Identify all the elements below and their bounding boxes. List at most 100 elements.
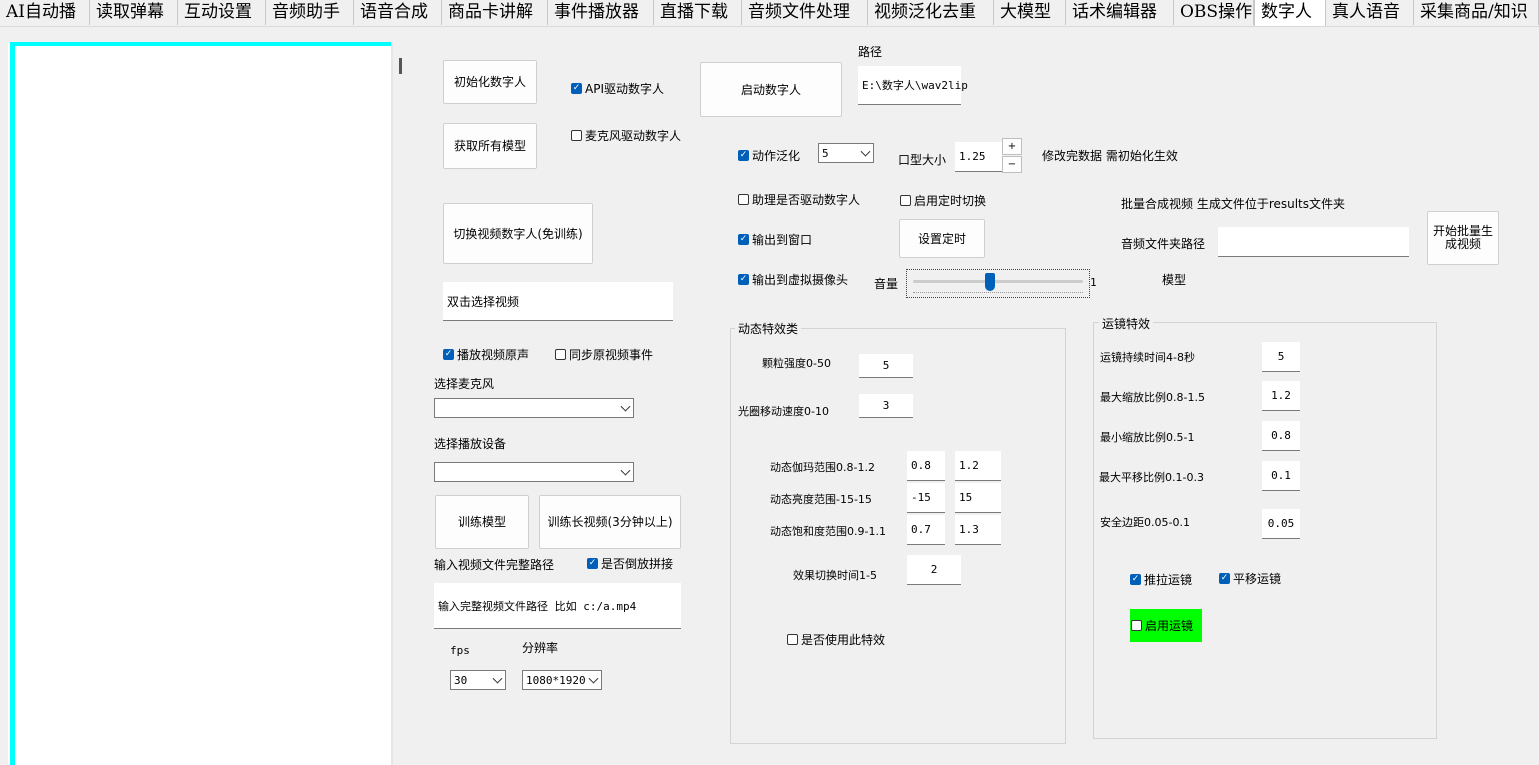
slider-thumb[interactable] [984,273,995,291]
path-label: 路径 [858,45,883,59]
set-timer-button[interactable]: 设置定时 [899,219,985,258]
enable-camera-checkbox[interactable]: 启用运镜 [1130,609,1202,642]
saturation-max-input[interactable]: 1.3 [955,515,1001,545]
chevron-down-icon [860,146,871,157]
mic-drive-label: 麦克风驱动数字人 [585,129,682,143]
splitter-handle[interactable] [399,58,402,74]
use-effect-label: 是否使用此特效 [801,633,886,647]
tab-ai-auto[interactable]: AI自动播 [0,0,90,25]
checkbox-icon [738,194,749,205]
use-effect-checkbox[interactable]: 是否使用此特效 [787,631,885,648]
tab-product-card[interactable]: 商品卡讲解 [442,0,548,25]
tab-event-player[interactable]: 事件播放器 [548,0,654,25]
train-long-video-button[interactable]: 训练长视频(3分钟以上) [539,495,681,549]
init-digital-human-button[interactable]: 初始化数字人 [443,60,537,104]
halo-input[interactable]: 3 [859,394,913,418]
push-pull-checkbox[interactable]: ✓推拉运镜 [1130,571,1192,588]
timer-switch-checkbox[interactable]: 启用定时切换 [900,192,986,209]
check-icon: ✓ [738,150,749,161]
volume-label: 音量 [874,277,899,291]
tab-real-voice[interactable]: 真人语音 [1326,0,1414,25]
mic-drive-checkbox[interactable]: 麦克风驱动数字人 [571,127,681,144]
camera-effects-group [1093,322,1437,739]
get-all-models-button[interactable]: 获取所有模型 [443,123,537,169]
start-batch-button[interactable]: 开始批量生成视频 [1427,211,1499,265]
switch-time-label: 效果切换时间1-5 [793,569,877,582]
saturation-min-input[interactable]: 0.7 [907,515,945,545]
api-drive-label: API驱动数字人 [585,82,664,96]
decrease-button[interactable]: − [1002,156,1022,173]
action-generalize-checkbox[interactable]: ✓动作泛化 [738,147,800,164]
resolution-select[interactable]: 1080*1920 [522,670,602,690]
output-window-checkbox[interactable]: ✓输出到窗口 [738,231,812,248]
max-pan-label: 最大平移比例0.1-0.3 [1099,471,1204,484]
mouth-size-input[interactable]: 1.25 [955,142,1002,172]
checkbox-icon [571,130,582,141]
input-path-label: 输入视频文件完整路径 [434,558,555,572]
switch-video-digital-human-button[interactable]: 切换视频数字人(免训练) [443,203,593,264]
particle-label: 颗粒强度0-50 [762,357,831,370]
duration-input[interactable]: 5 [1262,342,1300,372]
model-label: 模型 [1162,273,1187,287]
safe-margin-input[interactable]: 0.05 [1262,509,1300,539]
mouth-size-label: 口型大小 [898,153,947,167]
tab-video-dedup[interactable]: 视频泛化去重 [868,0,994,25]
start-digital-human-button[interactable]: 启动数字人 [700,62,842,117]
api-drive-checkbox[interactable]: ✓API驱动数字人 [571,80,664,97]
virtual-camera-checkbox[interactable]: ✓输出到虚拟摄像头 [738,271,848,288]
tab-llm[interactable]: 大模型 [994,0,1066,25]
reverse-concat-label: 是否倒放拼接 [601,557,674,571]
tab-script-editor[interactable]: 话术编辑器 [1066,0,1174,25]
sync-events-label: 同步原视频事件 [569,348,654,362]
path-input[interactable]: E:\数字人\wav2lip [858,66,968,105]
halo-label: 光圈移动速度0-10 [738,405,829,418]
action-generalize-select[interactable]: 5 [818,143,874,163]
fps-select[interactable]: 30 [450,670,506,690]
tab-collect-products[interactable]: 采集商品/知识 [1414,0,1539,25]
audio-folder-input[interactable] [1218,227,1409,257]
pan-checkbox[interactable]: ✓平移运镜 [1219,570,1281,587]
particle-input[interactable]: 5 [859,354,913,378]
gamma-max-input[interactable]: 1.2 [955,451,1001,481]
brightness-min-input[interactable]: -15 [907,483,945,513]
max-zoom-input[interactable]: 1.2 [1262,381,1300,411]
brightness-label: 动态亮度范围-15-15 [770,493,872,506]
switch-time-input[interactable]: 2 [907,555,961,585]
chevron-down-icon [620,401,631,412]
play-original-audio-label: 播放视频原声 [457,348,530,362]
max-pan-input[interactable]: 0.1 [1262,461,1300,491]
gamma-min-input[interactable]: 0.8 [907,451,945,481]
volume-slider[interactable] [906,269,1090,298]
check-icon: ✓ [738,234,749,245]
check-icon: ✓ [1219,573,1230,584]
tab-bar: AI自动播 读取弹幕 互动设置 音频助手 语音合成 商品卡讲解 事件播放器 直播… [0,0,1539,27]
tab-live-download[interactable]: 直播下载 [654,0,742,25]
min-zoom-input[interactable]: 0.8 [1262,421,1300,451]
assistant-drive-checkbox[interactable]: 助理是否驱动数字人 [738,191,860,208]
train-model-button[interactable]: 训练模型 [435,495,529,549]
sync-events-checkbox[interactable]: 同步原视频事件 [555,346,653,363]
select-video-input[interactable]: 双击选择视频 [443,282,673,321]
dynamic-effects-group [730,328,1066,744]
tab-interaction[interactable]: 互动设置 [178,0,266,25]
increase-button[interactable]: + [1002,138,1022,155]
checkbox-icon [900,195,911,206]
video-path-input[interactable]: 输入完整视频文件路径 比如 c:/a.mp4 [434,583,681,629]
tab-tts[interactable]: 语音合成 [354,0,442,25]
camera-effects-title: 运镜特效 [1099,315,1154,332]
output-window-label: 输出到窗口 [752,233,813,247]
reverse-concat-checkbox[interactable]: ✓是否倒放拼接 [587,555,673,572]
tab-audio-file[interactable]: 音频文件处理 [742,0,868,25]
tab-obs[interactable]: OBS操作 [1174,0,1254,25]
chevron-down-icon [588,673,599,684]
tab-audio-assistant[interactable]: 音频助手 [266,0,354,25]
brightness-max-input[interactable]: 15 [955,483,1001,513]
tab-read-danmaku[interactable]: 读取弹幕 [90,0,178,25]
panel-divider [391,42,393,765]
playback-device-select[interactable] [434,462,634,482]
mic-select[interactable] [434,398,634,418]
preview-border-top [10,42,391,46]
enable-camera-label: 启用运镜 [1145,619,1194,633]
tab-digital-human[interactable]: 数字人 [1254,0,1326,26]
play-original-audio-checkbox[interactable]: ✓播放视频原声 [443,346,529,363]
